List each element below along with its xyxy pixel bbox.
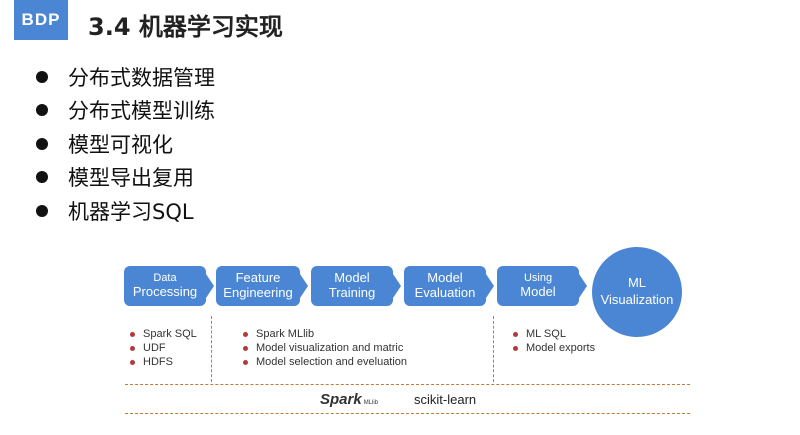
- group-ml-core: Spark MLlib Model visualization and matr…: [243, 327, 407, 369]
- step-data-processing: Data Processing: [124, 266, 206, 306]
- bullet-dot-icon: [36, 204, 48, 217]
- list-item: HDFS: [130, 355, 197, 369]
- bullet-dot-icon: [243, 331, 248, 337]
- dashed-divider: [211, 316, 212, 382]
- bdp-logo: BDP: [14, 0, 68, 40]
- bullet-item: 分布式模型训练: [36, 94, 215, 128]
- bullet-dot-icon: [36, 70, 48, 83]
- item-text: HDFS: [143, 356, 173, 368]
- step-line2: Training: [328, 285, 376, 300]
- list-item: Model visualization and matric: [243, 341, 407, 355]
- ml-visualization-circle: ML Visualization: [592, 247, 682, 337]
- bullet-dot-icon: [243, 345, 248, 351]
- spark-logo-text: Spark: [320, 391, 362, 408]
- item-text: Model exports: [526, 342, 596, 354]
- item-text: UDF: [143, 342, 166, 354]
- step-line2: Evaluation: [414, 285, 476, 300]
- item-text: Model selection and eveluation: [256, 356, 408, 368]
- bullet-text: 模型可视化: [68, 132, 173, 157]
- item-text: Model visualization and matric: [256, 342, 404, 354]
- step-line1: Model: [427, 270, 463, 286]
- spark-sub-text: MLlib: [363, 400, 379, 406]
- bullet-item: 模型导出复用: [36, 161, 215, 195]
- list-item: Model selection and eveluation: [243, 355, 407, 369]
- step-model-training: Model Training: [311, 266, 393, 306]
- arrow-right-icon: [579, 274, 587, 298]
- bullet-text: 分布式模型训练: [68, 99, 215, 124]
- bullet-dot-icon: [130, 359, 135, 365]
- list-item: UDF: [130, 341, 197, 355]
- slide-title: 3.4 机器学习实现: [88, 13, 283, 41]
- group-data-processing: Spark SQL UDF HDFS: [130, 327, 197, 369]
- step-feature-engineering: Feature Engineering: [216, 266, 300, 306]
- bullet-dot-icon: [36, 137, 48, 150]
- bullet-dot-icon: [243, 359, 248, 365]
- bullet-dot-icon: [513, 345, 518, 351]
- circle-line1: ML: [627, 275, 647, 291]
- circle-line2: Visualization: [600, 292, 674, 307]
- bullet-item: 分布式数据管理: [36, 60, 215, 94]
- bullet-list: 分布式数据管理 分布式模型训练 模型可视化 模型导出复用 机器学习SQL: [36, 60, 215, 228]
- item-text: Spark MLlib: [256, 328, 315, 340]
- arrow-right-icon: [486, 274, 494, 298]
- list-item: Spark MLlib: [243, 327, 407, 341]
- dashed-divider: [125, 384, 690, 385]
- step-line2: Processing: [132, 283, 198, 299]
- step-line1: Data: [153, 272, 177, 285]
- bullet-dot-icon: [130, 345, 135, 351]
- bullet-text: 模型导出复用: [68, 166, 194, 191]
- arrow-right-icon: [300, 274, 308, 298]
- bullet-text: 分布式数据管理: [68, 65, 215, 90]
- bullet-dot-icon: [130, 331, 135, 337]
- dashed-divider: [125, 413, 690, 414]
- step-line1: Model: [334, 270, 370, 286]
- bullet-dot-icon: [36, 171, 48, 184]
- bullet-item: 机器学习SQL: [36, 194, 215, 228]
- scikit-learn-label: scikit-learn: [414, 392, 477, 407]
- step-line2: Engineering: [223, 285, 293, 300]
- step-line2: Model: [520, 283, 556, 299]
- arrow-right-icon: [393, 274, 401, 298]
- list-item: ML SQL: [513, 327, 595, 341]
- bullet-dot-icon: [513, 331, 518, 337]
- step-line1: Using: [523, 272, 553, 285]
- step-using-model: Using Model: [497, 266, 579, 306]
- dashed-divider: [493, 316, 494, 382]
- step-line1: Feature: [235, 270, 281, 286]
- list-item: Spark SQL: [130, 327, 197, 341]
- bullet-dot-icon: [36, 104, 48, 117]
- item-text: Spark SQL: [143, 328, 197, 340]
- list-item: Model exports: [513, 341, 595, 355]
- bullet-item: 模型可视化: [36, 127, 215, 161]
- step-model-evaluation: Model Evaluation: [404, 266, 486, 306]
- arrow-right-icon: [206, 274, 214, 298]
- item-text: ML SQL: [526, 328, 566, 340]
- bullet-text: 机器学习SQL: [68, 199, 194, 224]
- group-using-model: ML SQL Model exports: [513, 327, 595, 355]
